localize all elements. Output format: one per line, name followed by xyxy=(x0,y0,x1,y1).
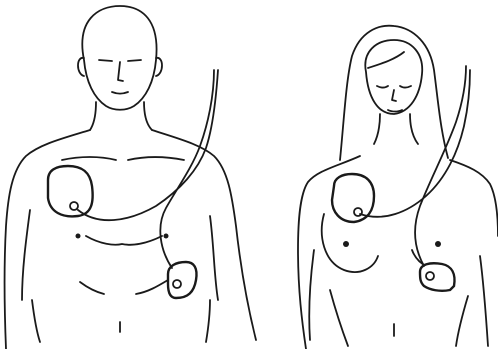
female-neck-left xyxy=(374,114,380,144)
male-ab-line-left xyxy=(80,282,104,294)
male-neck-right xyxy=(144,102,152,130)
male-nose xyxy=(118,62,123,81)
male-ear-right xyxy=(156,58,162,76)
male-eye-left xyxy=(99,60,112,61)
male-cable-lower xyxy=(160,70,214,268)
male-neck-left xyxy=(90,102,96,130)
female-face xyxy=(365,40,422,114)
male-upper-pad xyxy=(48,166,93,216)
female-neck-right xyxy=(410,114,418,144)
male-waist-right xyxy=(206,300,210,342)
female-eye-right xyxy=(400,86,411,88)
female-waist-right xyxy=(456,296,468,346)
male-ab-line-right xyxy=(136,280,168,294)
female-right-shoulder-arm xyxy=(450,160,498,236)
male-right-inner-arm xyxy=(210,216,218,300)
female-nipple-left xyxy=(343,241,349,247)
female-nose xyxy=(392,90,396,101)
male-mouth xyxy=(112,92,128,94)
female-figure xyxy=(298,26,498,349)
female-upper-pad-outline xyxy=(332,174,374,222)
male-left-inner-arm xyxy=(22,210,30,300)
male-waist-left xyxy=(32,300,40,342)
female-waist-left xyxy=(330,290,348,346)
female-eye-left xyxy=(377,86,388,88)
female-mouth xyxy=(388,110,402,112)
female-right-arm-lower xyxy=(480,256,488,346)
male-nipple-right xyxy=(164,234,169,239)
female-fringe xyxy=(368,52,404,68)
male-clavicle-right xyxy=(128,157,184,160)
male-ear-left xyxy=(78,58,84,76)
male-nipple-left xyxy=(76,234,81,239)
male-figure xyxy=(5,6,257,349)
female-cable-upper xyxy=(360,70,470,217)
female-left-inner-arm xyxy=(309,250,314,340)
male-pec-line xyxy=(86,236,162,245)
female-nipple-right xyxy=(435,241,441,247)
female-lower-pad xyxy=(420,263,455,291)
male-left-shoulder-arm xyxy=(5,130,91,349)
female-cable-lower xyxy=(415,66,466,266)
male-eye-right xyxy=(128,60,141,61)
female-lower-pad-outline xyxy=(420,263,455,291)
male-clavicle-left xyxy=(62,157,116,160)
female-upper-pad xyxy=(332,174,374,222)
